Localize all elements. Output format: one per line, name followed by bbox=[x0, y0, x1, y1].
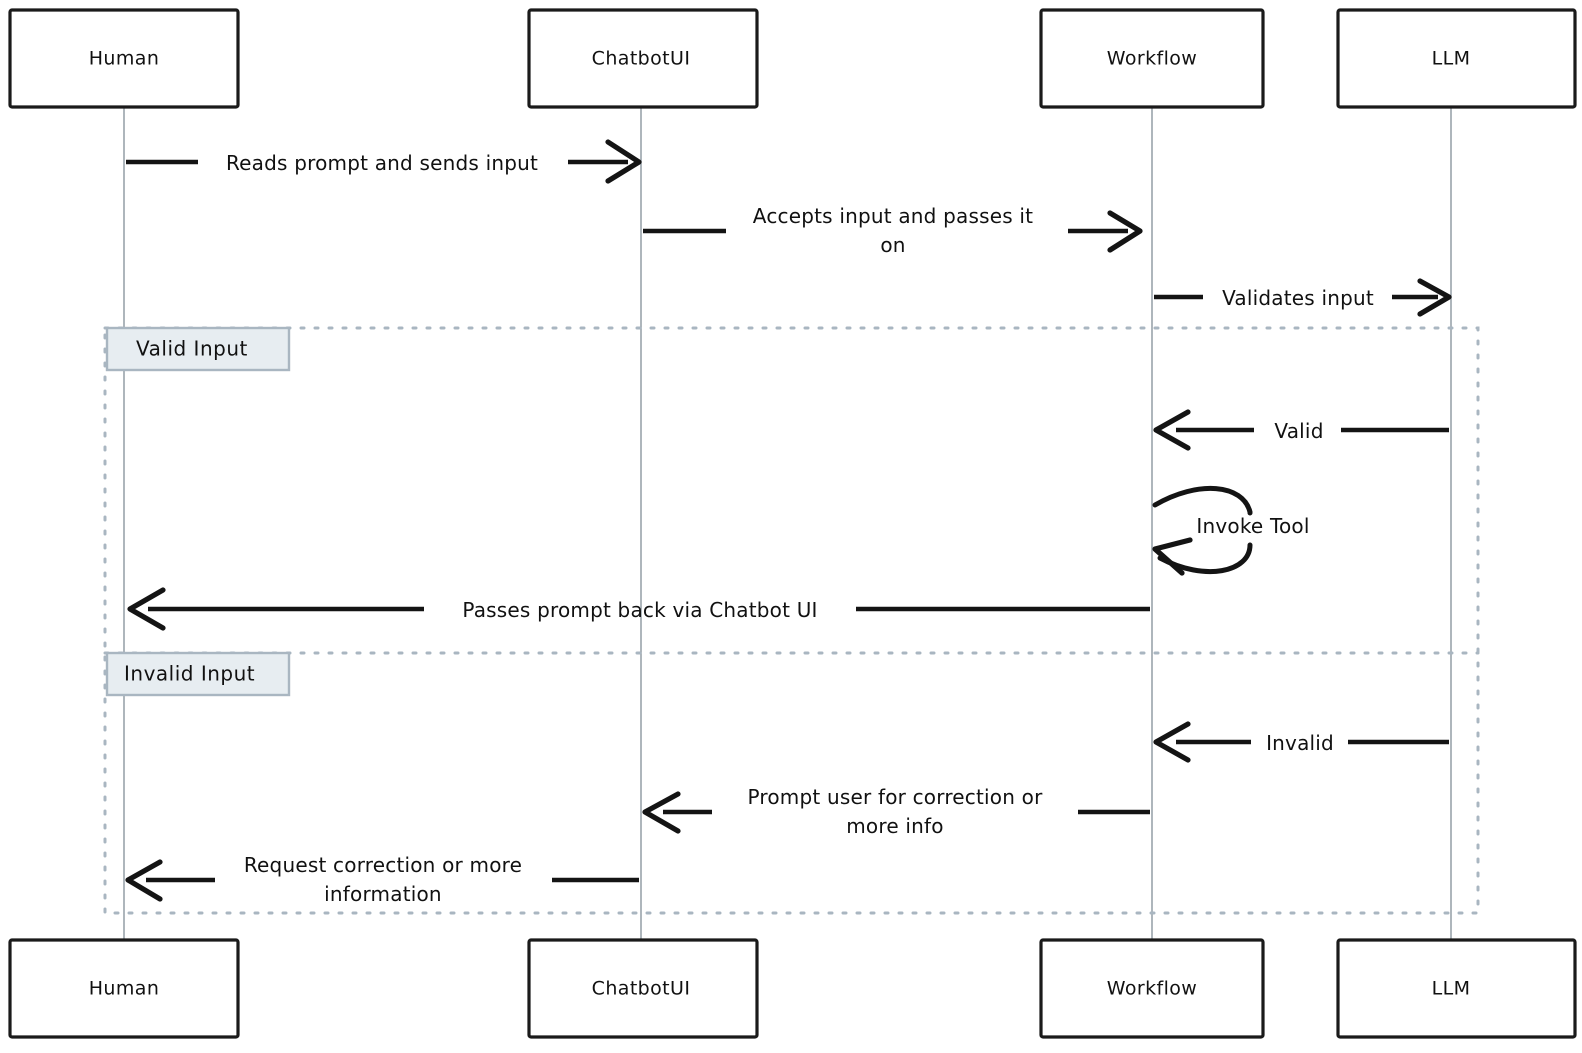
actor-label-bottom-human: Human bbox=[89, 978, 160, 1000]
message-label: Invalid bbox=[1266, 731, 1334, 755]
message-label: Reads prompt and sends input bbox=[226, 151, 538, 175]
fragment-border bbox=[103, 326, 1480, 915]
actor-label-workflow: Workflow bbox=[1107, 48, 1197, 70]
message-label: Request correction or more bbox=[244, 853, 522, 877]
arrowhead-right-icon bbox=[605, 139, 642, 184]
arrowhead-right-icon bbox=[1107, 210, 1143, 253]
arrowhead-left-icon bbox=[1153, 409, 1191, 451]
actor-box-bottom-chatbot[interactable] bbox=[527, 938, 759, 1039]
self-loop-line bbox=[1152, 485, 1253, 516]
arrowhead-left-icon bbox=[1153, 721, 1191, 763]
fragment-tab-label-invalid-input: Invalid Input bbox=[124, 662, 255, 686]
actor-box-chatbot[interactable] bbox=[527, 8, 759, 109]
actor-top-llm[interactable]: LLM bbox=[1336, 8, 1577, 109]
actor-bottom-llm[interactable]: LLM bbox=[1336, 938, 1577, 1039]
message-label: Passes prompt back via Chatbot UI bbox=[462, 598, 817, 622]
message-validates-input[interactable]: Validates input bbox=[1154, 278, 1452, 317]
actor-label-bottom-chatbot: ChatbotUI bbox=[592, 978, 691, 1000]
message-valid[interactable]: Valid bbox=[1153, 409, 1449, 451]
arrowhead-left-icon bbox=[127, 587, 166, 631]
arrowhead-left-icon bbox=[642, 791, 681, 834]
alt-fragment bbox=[103, 326, 1480, 915]
actor-label-bottom-workflow: Workflow bbox=[1107, 978, 1197, 1000]
arrowhead-left-icon bbox=[1152, 537, 1193, 576]
message-label: Invoke Tool bbox=[1196, 514, 1309, 538]
message-label: Valid bbox=[1274, 419, 1323, 443]
actor-box-llm[interactable] bbox=[1336, 8, 1577, 109]
actor-label-bottom-llm: LLM bbox=[1432, 978, 1471, 1000]
message-passes-prompt-back-via-chatbot-ui[interactable]: Passes prompt back via Chatbot UI bbox=[127, 587, 1150, 631]
message-label: on bbox=[880, 233, 905, 257]
message-reads-prompt-and-sends-input[interactable]: Reads prompt and sends input bbox=[126, 139, 642, 184]
lifelines bbox=[123, 107, 1452, 940]
message-label: Accepts input and passes it bbox=[753, 204, 1033, 228]
arrowhead-left-icon bbox=[125, 859, 163, 902]
message-label: information bbox=[324, 882, 442, 906]
actor-box-workflow[interactable] bbox=[1039, 8, 1265, 109]
arrowhead-right-icon bbox=[1417, 278, 1452, 317]
actor-top-human[interactable]: Human bbox=[8, 8, 240, 109]
actor-box-human[interactable] bbox=[8, 8, 240, 109]
actor-bottom-chatbot[interactable]: ChatbotUI bbox=[527, 938, 759, 1039]
message-label: more info bbox=[846, 814, 943, 838]
message-label: Prompt user for correction or bbox=[747, 785, 1043, 809]
message-accepts-input-and-passes-it-on[interactable]: Accepts input and passes it on bbox=[643, 204, 1143, 257]
fragment-section-valid-input[interactable]: Valid Input bbox=[105, 326, 291, 372]
actor-box-bottom-llm[interactable] bbox=[1336, 938, 1577, 1039]
actor-label-llm: LLM bbox=[1432, 48, 1471, 70]
message-request-correction-or-more-information[interactable]: Request correction or more information bbox=[125, 853, 639, 906]
fragment-tab-label-valid-input: Valid Input bbox=[136, 337, 248, 361]
actor-bottom-workflow[interactable]: Workflow bbox=[1039, 938, 1265, 1039]
actor-bottom-human[interactable]: Human bbox=[8, 938, 240, 1039]
message-prompt-user-for-correction[interactable]: Prompt user for correction or more info bbox=[642, 785, 1150, 838]
message-label: Validates input bbox=[1222, 286, 1374, 310]
actor-box-bottom-workflow[interactable] bbox=[1039, 938, 1265, 1039]
fragment-tab-invalid-input[interactable] bbox=[105, 651, 291, 697]
actor-label-human: Human bbox=[89, 48, 160, 70]
fragment-section-invalid-input[interactable]: Invalid Input bbox=[105, 651, 291, 697]
actor-label-chatbot: ChatbotUI bbox=[592, 48, 691, 70]
actor-box-bottom-human[interactable] bbox=[8, 938, 240, 1039]
actor-top-chatbot[interactable]: ChatbotUI bbox=[527, 8, 759, 109]
message-invoke-tool[interactable]: Invoke Tool bbox=[1152, 485, 1310, 576]
fragment-tab-valid-input[interactable] bbox=[105, 326, 291, 372]
message-invalid[interactable]: Invalid bbox=[1153, 721, 1449, 763]
actor-top-workflow[interactable]: Workflow bbox=[1039, 8, 1265, 109]
